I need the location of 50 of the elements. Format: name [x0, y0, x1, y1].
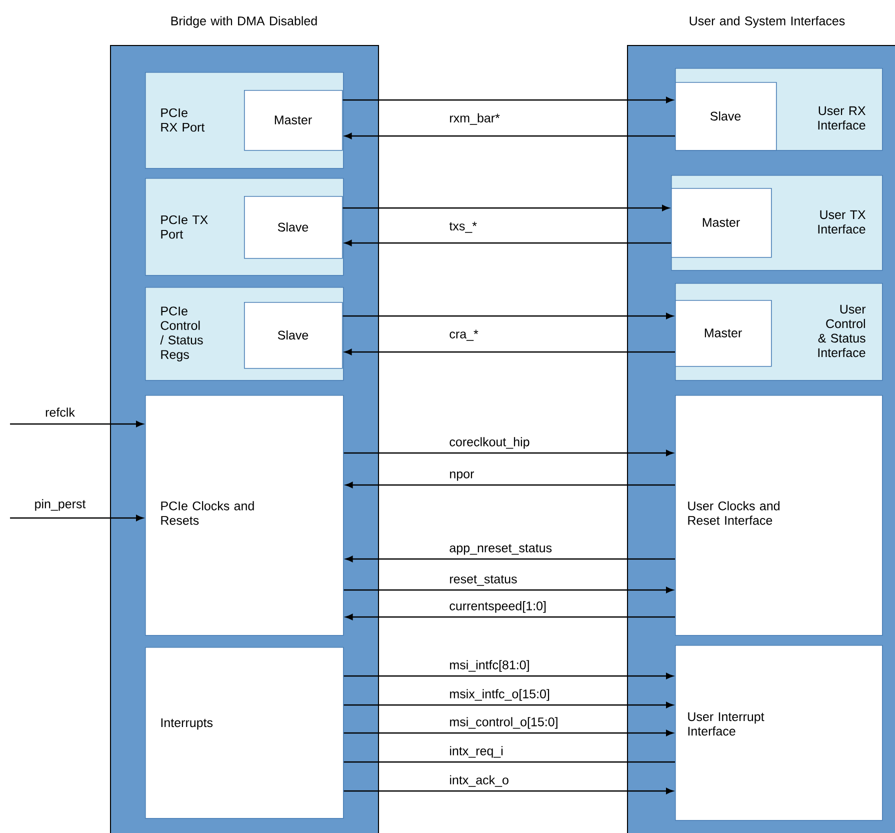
- box-label: PCIe RX Port: [161, 108, 205, 132]
- box-label: PCIe TX Port: [161, 215, 208, 239]
- arrow: [346, 556, 675, 562]
- arrow: [344, 450, 674, 456]
- signal-label: txs_*: [449, 222, 477, 233]
- box-label: Slave: [278, 330, 308, 340]
- arrow: [344, 240, 671, 246]
- box-label: User Control & Status Interface: [818, 304, 866, 358]
- arrow: [344, 788, 674, 794]
- arrow: [344, 730, 674, 736]
- box-label: Interrupts: [161, 718, 213, 730]
- box-label: User Clocks and Reset Interface: [688, 501, 780, 525]
- signal-label: intx_ack_o: [450, 775, 508, 787]
- box-label: PCIe Control / Status Regs: [160, 306, 203, 362]
- box-label: User RX Interface: [818, 106, 866, 130]
- arrow: [346, 614, 675, 620]
- signal-label: currentspeed[1:0]: [450, 601, 546, 613]
- signal-label: msix_intfc_o[15:0]: [450, 689, 550, 701]
- arrow: [10, 514, 144, 522]
- arrow: [10, 420, 144, 428]
- arrow: [344, 586, 674, 594]
- signal-label: pin_perst: [35, 499, 86, 511]
- arrow: [344, 702, 674, 708]
- signal-label: rxm_bar*: [450, 113, 500, 125]
- panel-title: User and System Interfaces: [690, 16, 845, 28]
- box-label: PCIe Clocks and Resets: [161, 501, 254, 525]
- signal-label: coreclkout_hip: [450, 437, 530, 449]
- arrow: [344, 672, 674, 680]
- signal-label: reset_status: [450, 575, 517, 586]
- arrow: [342, 312, 674, 320]
- signal-label: msi_intfc[81:0]: [450, 660, 529, 672]
- arrow: [346, 482, 675, 488]
- arrow: [344, 132, 675, 140]
- signal-label: msi_control_o[15:0]: [450, 717, 558, 729]
- signal-label: intx_req_i: [450, 746, 503, 758]
- signal-label: npor: [450, 471, 474, 481]
- box-label: User TX Interface: [818, 210, 866, 234]
- signal-label: refclk: [46, 408, 75, 417]
- box-label: Master: [274, 116, 312, 124]
- box-label: Master: [702, 218, 740, 227]
- arrow: [342, 204, 670, 212]
- box-label: Master: [704, 328, 742, 338]
- arrow: [344, 348, 675, 356]
- arrow: [342, 96, 674, 104]
- signal-label: cra_*: [450, 330, 478, 341]
- box-label: User Interrupt Interface: [688, 712, 764, 736]
- signal-label: app_nreset_status: [450, 544, 552, 555]
- panel-title: Bridge with DMA Disabled: [171, 16, 317, 28]
- box-label: Slave: [278, 222, 308, 232]
- box-label: Slave: [710, 111, 741, 121]
